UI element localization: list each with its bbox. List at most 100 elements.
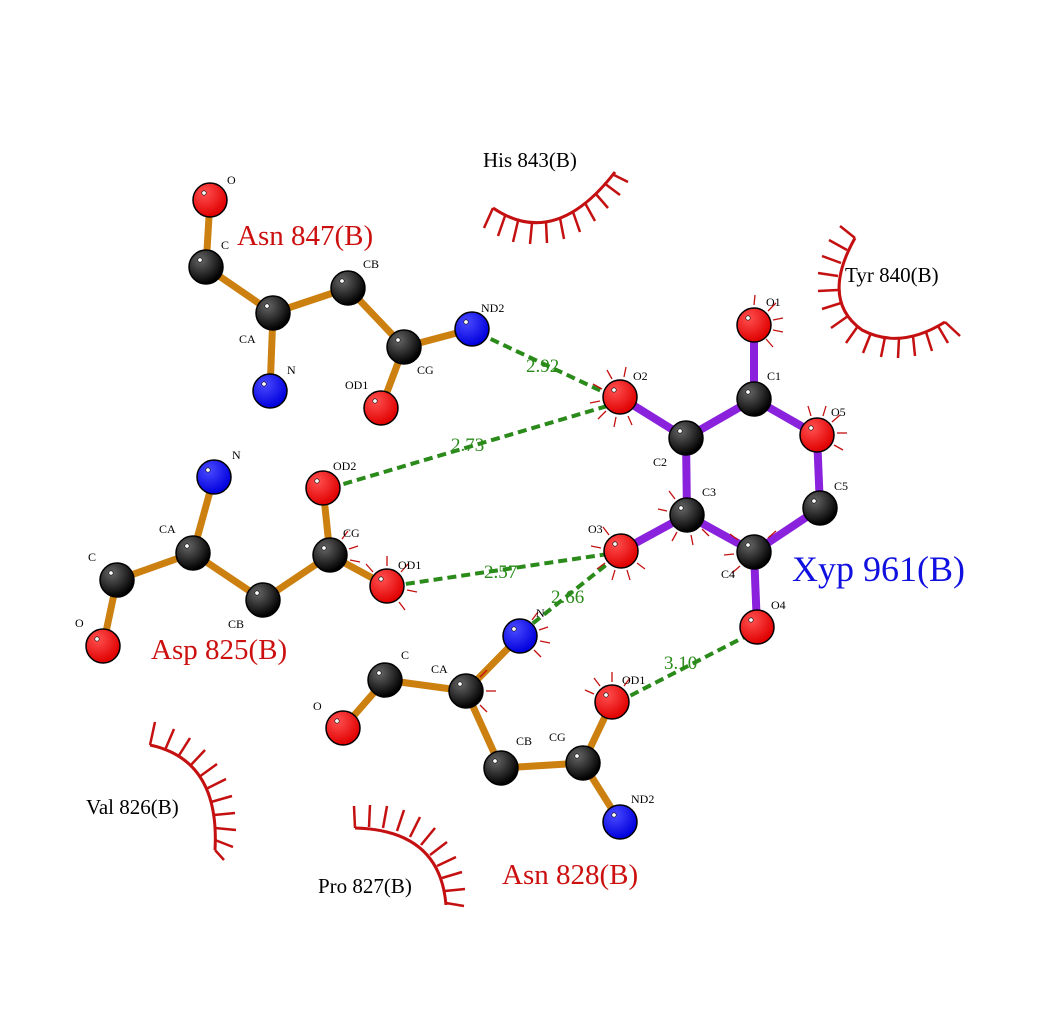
atom-highlight-dot (339, 278, 345, 284)
atom-highlight-dot (745, 315, 751, 321)
spikes-od1-asp (365, 556, 418, 611)
atom-xyp-c2 (668, 420, 704, 456)
label-asp825-cg: CG (343, 526, 360, 540)
atom-asp825-od2 (305, 470, 341, 506)
label-xyp-o2: O2 (633, 369, 648, 383)
atom-asp825-n (196, 459, 232, 495)
hbond-line-n-o3 (520, 555, 618, 634)
hydrophobic-label-tyr840: Tyr 840(B) (845, 263, 939, 287)
atom-highlight-dot (745, 542, 751, 548)
label-xyp-o1: O1 (766, 295, 781, 309)
atom-highlight-dot (511, 626, 517, 632)
atom-highlight-dot (611, 812, 617, 818)
atom-highlight-dot (395, 337, 401, 343)
hbond-distance-od2-o2: 2.73 (451, 435, 484, 456)
atom-highlight-dot (492, 758, 498, 764)
label-asn847-od1: OD1 (345, 378, 368, 392)
residue-labels: Asn 847(B) Asp 825(B) Asn 828(B) Xyp 961… (86, 148, 965, 898)
label-asn828-cb: CB (516, 734, 532, 748)
label-asn847-o: O (227, 173, 236, 187)
hydrophobic-label-val826: Val 826(B) (86, 795, 179, 819)
atom-xyp-o2 (602, 379, 638, 415)
atom-xyp-o5 (799, 417, 835, 453)
atom-asn847-cb (330, 270, 366, 306)
hbond-line-od1-o4 (617, 630, 755, 704)
label-xyp-c4: C4 (721, 567, 735, 581)
atom-asn847-o (192, 182, 228, 218)
atom-highlight-dot (184, 543, 190, 549)
atom-highlight-dot (611, 387, 617, 393)
hydrogen-bonds (329, 331, 755, 704)
label-asp825-od2: OD2 (333, 459, 356, 473)
atom-xyp-o1 (736, 307, 772, 343)
atom-asp825-cb (245, 582, 281, 618)
label-xyp-o5: O5 (831, 405, 846, 419)
label-asn828-o: O (313, 699, 322, 713)
atom-highlight-dot (94, 636, 100, 642)
ligand-label-xyp961: Xyp 961(B) (792, 549, 965, 589)
label-xyp-o3: O3 (588, 522, 603, 536)
arc-his843-spokes (482, 172, 629, 245)
label-asn847-ca: CA (239, 332, 256, 346)
atom-xyp-c3 (669, 497, 705, 533)
residue-label-asn828: Asn 828(B) (502, 859, 638, 891)
spikes-c4 (723, 530, 777, 574)
atom-asp825-ca (175, 535, 211, 571)
atom-asn847-n (252, 373, 288, 409)
atoms (85, 182, 838, 840)
hydrophobic-label-his843: His 843(B) (483, 148, 577, 172)
atom-highlight-dot (603, 692, 609, 698)
atom-asn828-od1 (594, 684, 630, 720)
atom-asn828-o (325, 710, 361, 746)
atom-highlight-dot (376, 670, 382, 676)
residue-label-asn847: Asn 847(B) (237, 220, 373, 252)
atom-highlight-dot (197, 257, 203, 263)
atom-asn828-n (502, 618, 538, 654)
atom-xyp-o4 (739, 609, 775, 645)
hydrophobic-label-pro827: Pro 827(B) (318, 874, 412, 898)
label-asn828-n: N (536, 606, 545, 620)
label-xyp-c2: C2 (653, 455, 667, 469)
atom-asp825-od1 (369, 568, 405, 604)
label-asp825-cb: CB (228, 617, 244, 631)
hbond-labels: 2.92 2.73 2.57 2.66 3.10 (451, 356, 697, 674)
atom-xyp-c1 (736, 381, 772, 417)
atom-asn847-od1 (363, 390, 399, 426)
atom-highlight-dot (205, 467, 211, 473)
spikes-o5 (807, 405, 847, 451)
hbond-distance-nd2-o2: 2.92 (526, 356, 559, 377)
atom-highlight-dot (745, 389, 751, 395)
ligand-bonds (616, 321, 824, 631)
atom-asn847-ca (255, 295, 291, 331)
spikes-ca-asn828 (479, 669, 496, 713)
arc-his843 (492, 171, 617, 225)
spikes-n-asn828 (531, 611, 551, 658)
atom-highlight-dot (334, 718, 340, 724)
label-asp825-o: O (75, 616, 84, 630)
hbond-line-nd2-o2 (477, 331, 615, 399)
label-asn847-c: C (221, 238, 229, 252)
hbond-line-od2-o2 (329, 402, 615, 490)
hbond-distance-od1-o4: 3.10 (664, 653, 697, 674)
label-asp825-ca: CA (159, 522, 176, 536)
atom-highlight-dot (463, 319, 469, 325)
atom-highlight-dot (808, 425, 814, 431)
hbond-distance-od1-o3: 2.57 (484, 562, 517, 583)
hbond-line-od1-o3 (391, 551, 616, 588)
atom-highlight-dot (108, 570, 114, 576)
label-xyp-o4: O4 (771, 598, 786, 612)
atom-highlight-dot (378, 576, 384, 582)
label-xyp-c1: C1 (767, 369, 781, 383)
arc-val826-spokes (148, 721, 237, 861)
atom-xyp-c5 (802, 490, 838, 526)
arc-tyr840-spokes (817, 225, 961, 359)
atom-asn828-c (367, 662, 403, 698)
atom-asn847-nd2 (454, 311, 490, 347)
atom-highlights (94, 190, 817, 818)
label-xyp-c5: C5 (834, 479, 848, 493)
atom-highlight-dot (457, 681, 463, 687)
residue-label-asp825: Asp 825(B) (151, 634, 287, 666)
contact-spikes (341, 294, 847, 713)
